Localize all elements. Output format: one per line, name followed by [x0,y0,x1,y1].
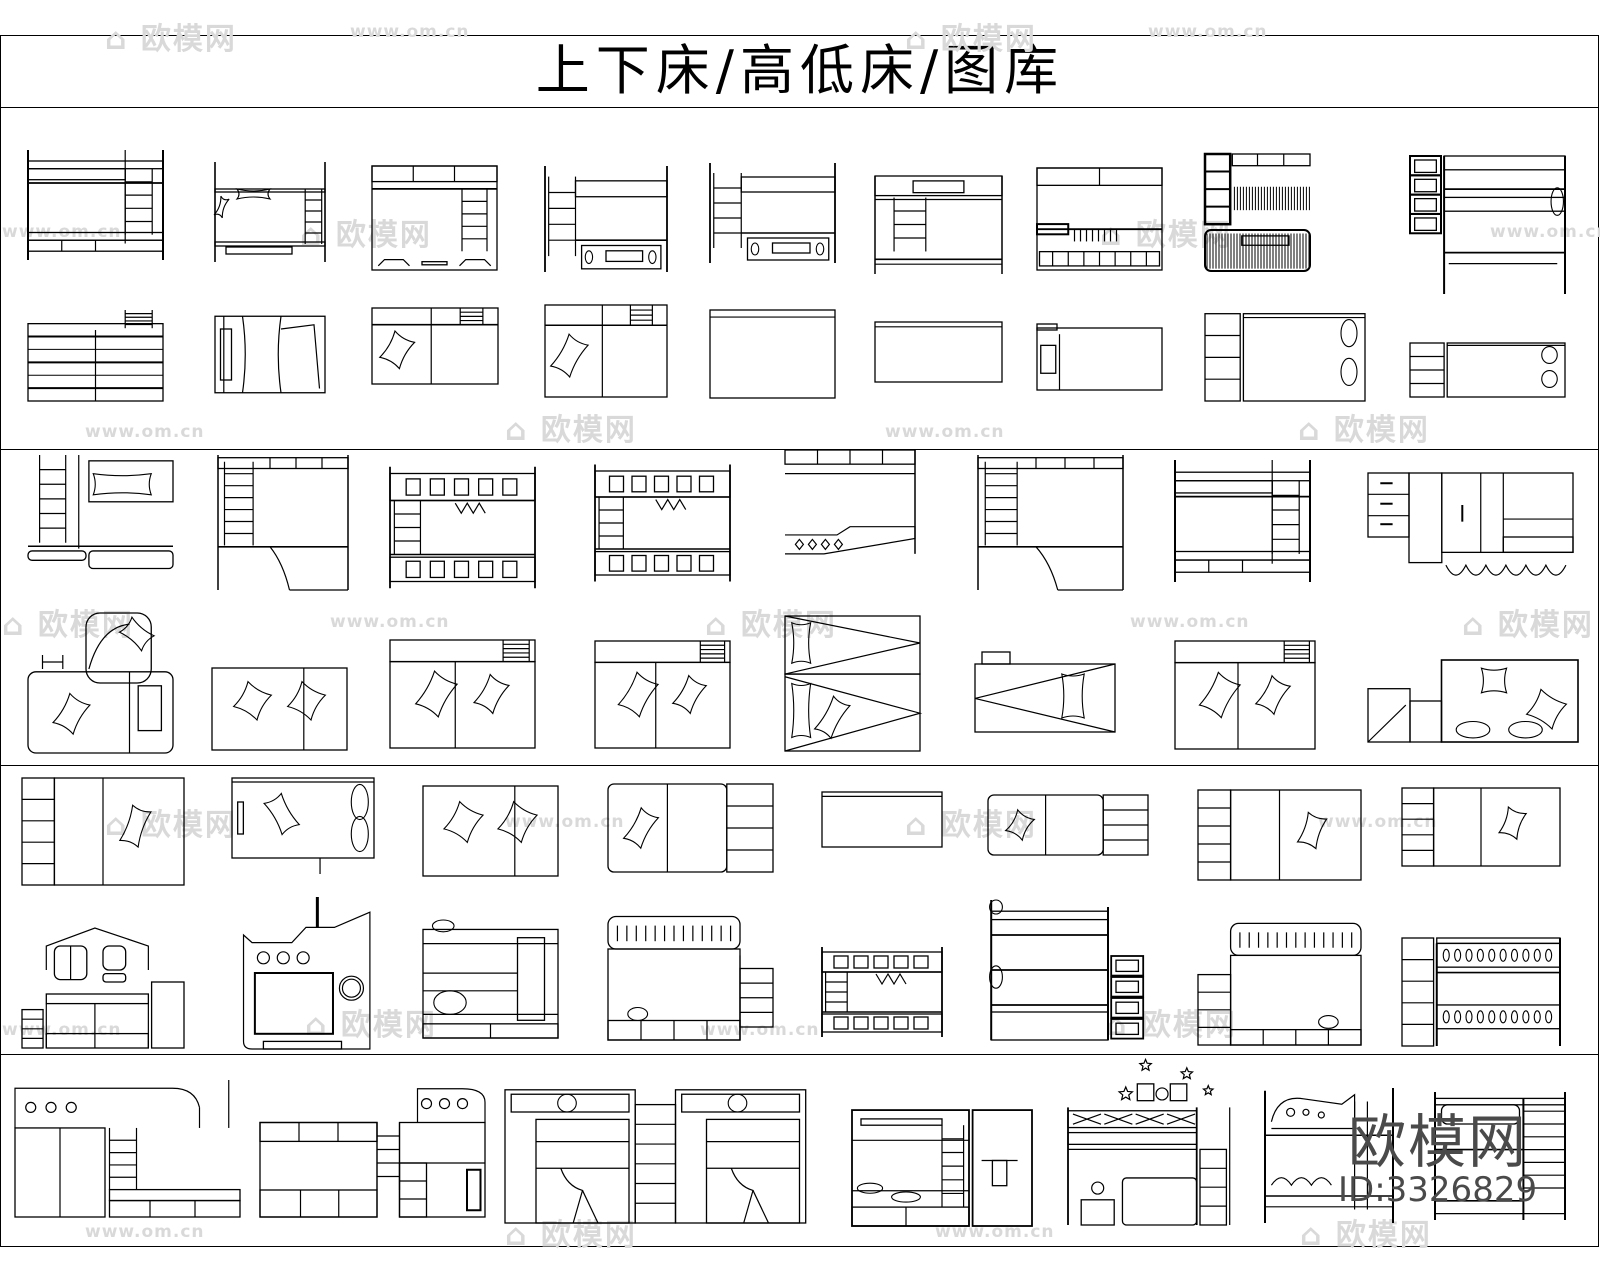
bed-drawing-bunk-wardrobe-54: bunk-wardrobe-54 (front elevation) [851,1109,1033,1227]
bed-drawing-twin-study-53: twin-study-53 (front elevation) [504,1089,807,1224]
bed-drawing-loft-desk-07: loft-desk-07 (front elevation) [1036,167,1163,271]
bed-drawing-plan-40: plan-40 (plan) [987,794,1149,856]
bed-drawing-crib-loft-46: crib-loft-46 (front elevation) [607,915,774,1041]
section-2 [0,450,1599,766]
bed-drawing-plan-39: plan-39 (plan) [821,791,943,848]
bed-drawing-loft-23: loft-23 (front elevation) [784,449,916,555]
bed-drawing-bunk-21: bunk-21 (front elevation) [389,466,536,589]
section-3 [0,766,1599,1055]
bed-drawing-star-bunk-55: star-bunk-55 (front elevation) [1067,1057,1231,1226]
bed-drawing-bunk-elevation-01: bunk-elevation-01 (front elevation) [27,150,164,260]
bed-drawing-wardrobe-bunk-08: wardrobe-bunk-08 (front elevation) [1203,152,1311,273]
bed-drawing-plan-41: plan-41 (plan) [1197,789,1362,881]
bed-drawing-study-loft-52: study-loft-52 (front elevation) [259,1088,486,1218]
bed-drawing-wardrobe-loft-51: wardrobe-loft-51 (front elevation) [14,1080,241,1218]
bed-drawing-plan-36: plan-36 (plan) [231,777,375,874]
bed-drawing-l-loft-19: l-loft-19 (front elevation) [27,455,174,570]
bed-drawing-house-bunk-43: house-bunk-43 (front elevation) [21,927,185,1049]
bed-drawing-plan-17: plan-17 (plan) [1204,313,1366,402]
title-bar [0,35,1599,108]
bed-drawing-plan-34: plan-34 (plan) [1367,659,1579,743]
bed-drawing-plan-14: plan-14 (plan) [709,309,836,399]
bed-drawing-plan-42: plan-42 (plan) [1401,787,1561,867]
bed-drawing-loft-20: loft-20 (front elevation) [217,455,349,591]
bed-drawing-loft-stair-06: loft-stair-06 (front elevation) [874,175,1003,274]
bed-drawing-bunk-57: bunk-57 (front elevation) [1434,1092,1566,1220]
bed-drawing-plan-29: plan-29 (plan) [389,639,536,749]
bed-drawing-loft-24: loft-24 (front elevation) [977,455,1124,591]
bed-drawing-loft-wardrobe-26: loft-wardrobe-26 (front elevation) [1367,472,1574,576]
bed-drawing-bunk-25: bunk-25 (front elevation) [1174,460,1311,582]
bed-drawing-shelf-bunk-45: shelf-bunk-45 (front elevation) [422,919,559,1039]
bed-drawing-plan-18: plan-18 (plan) [1409,342,1566,398]
bed-drawing-plan-13: plan-13 (plan) [544,304,668,398]
bed-drawing-bunk-elevation-05: bunk-elevation-05 (front elevation) [709,163,836,263]
bed-drawing-drawer-bunk-09: drawer-bunk-09 (front elevation) [1409,155,1566,294]
bed-drawing-loft-cabinet-03: loft-cabinet-03 (front elevation) [371,165,498,271]
bed-drawing-drawer-bunk-48: drawer-bunk-48 (front elevation) [989,899,1145,1041]
bed-drawing-baluster-bunk-50: baluster-bunk-50 (front elevation) [1401,937,1561,1047]
bed-drawing-plan-38: plan-38 (plan) [607,783,774,873]
bed-drawing-plan-28: plan-28 (plan) [211,667,348,751]
bed-drawing-plan-10: plan-10 (plan) [27,310,164,402]
bed-drawing-plan-37: plan-37 (plan) [422,785,559,877]
bed-drawing-crib-loft-49: crib-loft-49 (front elevation) [1197,922,1362,1046]
bed-drawing-bunk-47: bunk-47 (front elevation) [821,947,943,1037]
sheet-title: 上下床/高低床/图库 [535,39,1065,102]
bed-drawing-animal-bunk-56: animal-bunk-56 (front elevation) [1264,1088,1394,1223]
bed-drawing-plan-12: plan-12 (plan) [371,307,499,385]
bed-drawing-plan-32: plan-32 (plan) [974,651,1116,733]
bed-drawing-plan-31: plan-31 (plan) [784,615,923,752]
bed-drawing-bunk-22: bunk-22 (front elevation) [594,464,731,582]
bed-drawing-bunk-elevation-04: bunk-elevation-04 (front elevation) [544,166,668,272]
bed-drawing-plan-27: plan-27 (plan) [27,612,174,754]
bed-drawing-rocket-bunk-44: rocket-bunk-44 (front elevation) [242,897,371,1050]
bed-drawing-plan-15: plan-15 (plan) [874,321,1003,383]
bed-drawing-plan-16: plan-16 (plan) [1036,323,1163,391]
bed-drawing-bunk-elevation-02: bunk-elevation-02 (front elevation) [213,162,326,262]
bed-drawing-plan-11: plan-11 (plan) [214,315,326,394]
bed-drawing-plan-33: plan-33 (plan) [1174,640,1316,750]
bed-drawing-plan-30: plan-30 (plan) [594,640,731,749]
section-4 [0,1055,1599,1247]
bed-drawing-plan-35: plan-35 (plan) [21,777,185,886]
